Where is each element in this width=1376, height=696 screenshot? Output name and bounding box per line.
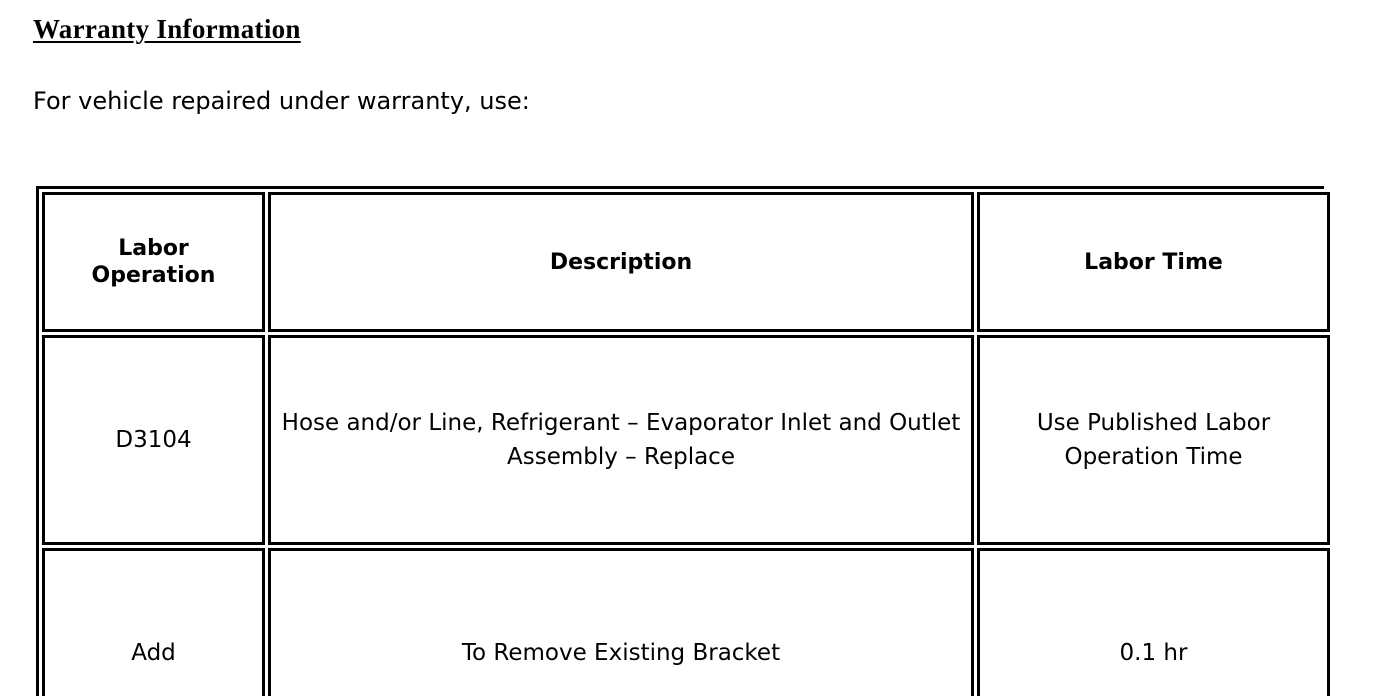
warranty-table: Labor Operation Description Labor Time D… (39, 189, 1333, 696)
table-body: D3104 Hose and/or Line, Refrigerant – Ev… (42, 335, 1330, 696)
cell-description: To Remove Existing Bracket (268, 548, 974, 696)
intro-paragraph: For vehicle repaired under warranty, use… (33, 87, 530, 115)
column-header-description: Description (268, 192, 974, 332)
cell-labor-time: Use Published Labor Operation Time (977, 335, 1330, 545)
table-header-row: Labor Operation Description Labor Time (42, 192, 1330, 332)
table-row: D3104 Hose and/or Line, Refrigerant – Ev… (42, 335, 1330, 545)
table-header: Labor Operation Description Labor Time (42, 192, 1330, 332)
table-row: Add To Remove Existing Bracket 0.1 hr (42, 548, 1330, 696)
column-header-labor-time: Labor Time (977, 192, 1330, 332)
column-header-labor-operation: Labor Operation (42, 192, 265, 332)
cell-labor-time: 0.1 hr (977, 548, 1330, 696)
cell-description: Hose and/or Line, Refrigerant – Evaporat… (268, 335, 974, 545)
cell-labor-operation: Add (42, 548, 265, 696)
cell-labor-operation: D3104 (42, 335, 265, 545)
warranty-table-container: Labor Operation Description Labor Time D… (36, 186, 1333, 696)
page-title: Warranty Information (33, 14, 301, 44)
